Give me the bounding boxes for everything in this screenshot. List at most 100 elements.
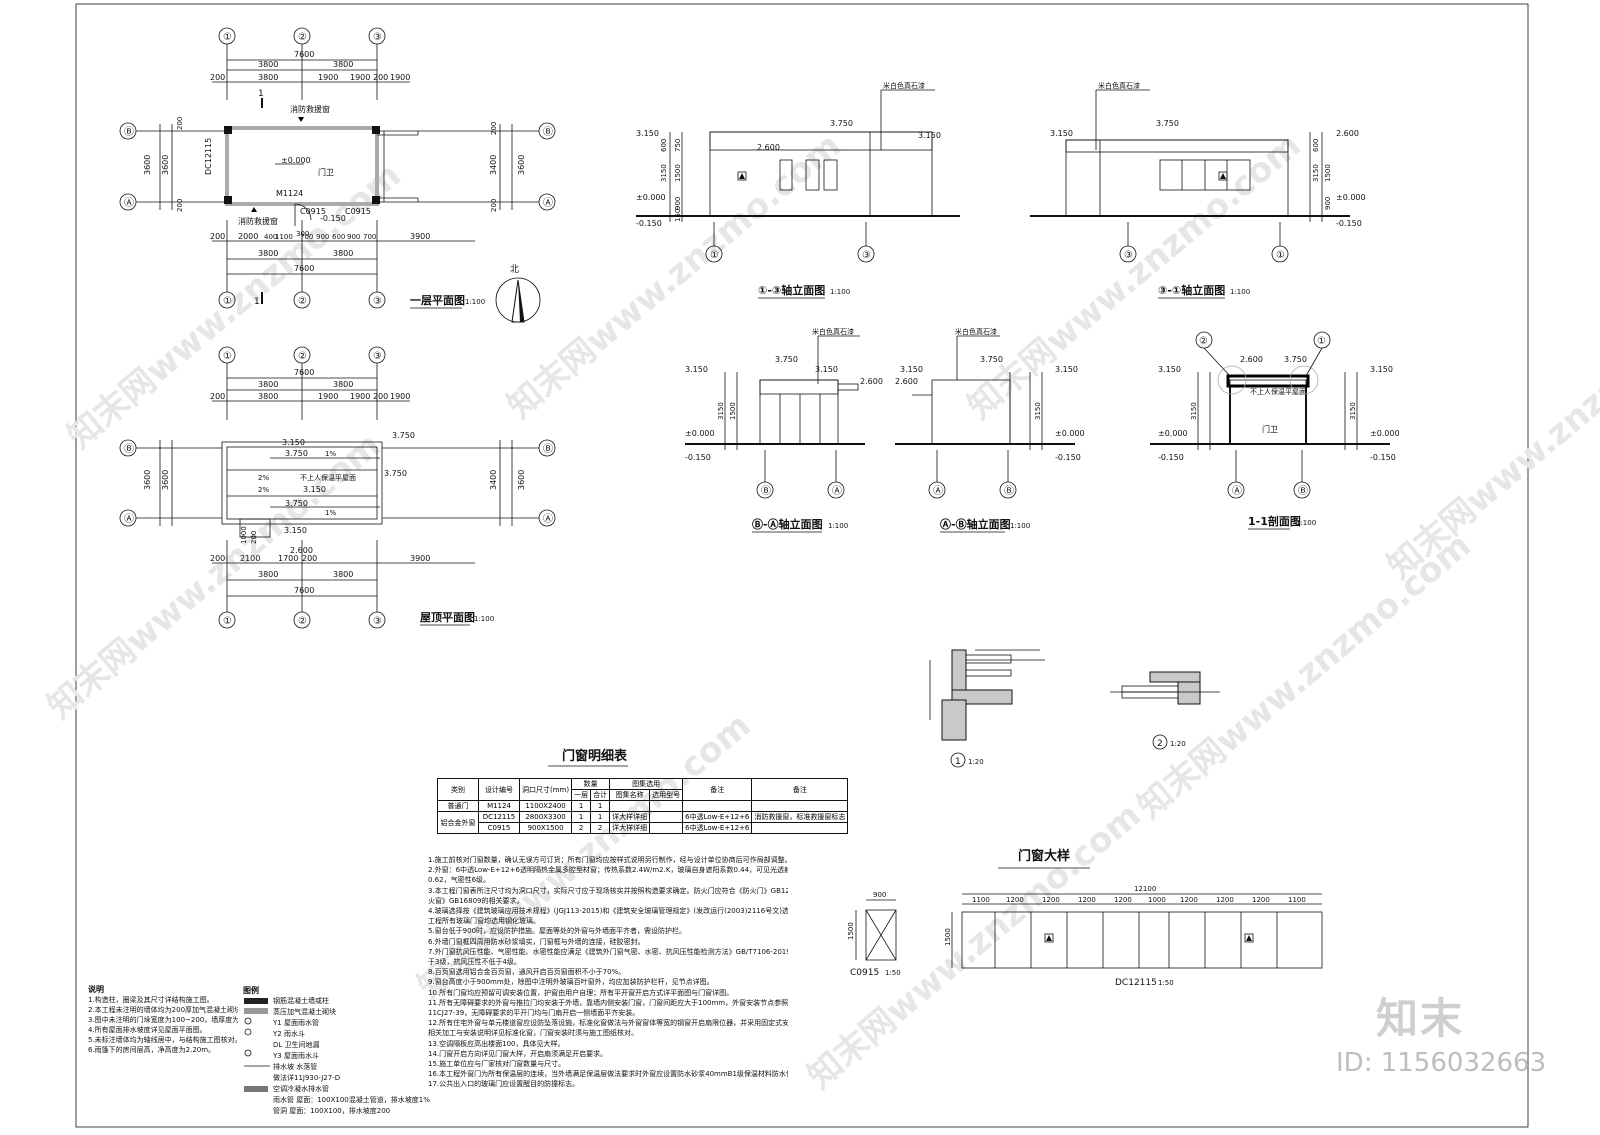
- svg-text:900: 900: [1324, 197, 1332, 210]
- svg-text:2000: 2000: [238, 232, 258, 241]
- svg-text:-0.150: -0.150: [636, 219, 662, 228]
- legend-title: 图例: [243, 986, 259, 995]
- svg-text:Ⓑ: Ⓑ: [761, 485, 771, 497]
- svg-text:3.150: 3.150: [685, 365, 708, 374]
- svg-text:3800: 3800: [258, 73, 278, 82]
- svg-text:3.750: 3.750: [392, 431, 415, 440]
- svg-text:北: 北: [510, 264, 519, 275]
- svg-text:3600: 3600: [143, 470, 152, 490]
- svg-text:3.750: 3.750: [775, 355, 798, 364]
- svg-text:②: ②: [1199, 336, 1208, 347]
- detail-2: 2 1:20: [1110, 671, 1220, 750]
- svg-text:3.150: 3.150: [303, 485, 326, 494]
- svg-text:米白色真石漆: 米白色真石漆: [883, 81, 925, 90]
- elev13-title: ①-③轴立面图: [758, 283, 825, 297]
- svg-text:1%: 1%: [325, 450, 336, 458]
- svg-text:1200: 1200: [1042, 896, 1060, 904]
- svg-text:①: ①: [223, 32, 232, 43]
- elevation-1-3: 米白色真石漆 3.150 3.750 2.600 3.150 ±0.000 -0…: [636, 81, 960, 299]
- svg-text:③: ③: [373, 351, 382, 362]
- svg-text:1: 1: [258, 89, 264, 99]
- svg-text:200: 200: [490, 122, 498, 135]
- svg-text:3800: 3800: [258, 392, 278, 401]
- svg-text:1:20: 1:20: [1170, 740, 1186, 748]
- svg-text:2.600: 2.600: [290, 546, 313, 555]
- legend-symbols: [244, 998, 270, 1092]
- svg-text:①: ①: [1317, 336, 1326, 347]
- svg-text:1:100: 1:100: [474, 615, 494, 623]
- svg-text:7600: 7600: [294, 264, 314, 273]
- svg-text:3150: 3150: [717, 402, 725, 420]
- svg-text:Ⓑ: Ⓑ: [124, 126, 134, 138]
- svg-text:1200: 1200: [1252, 896, 1270, 904]
- svg-text:3800: 3800: [258, 570, 278, 579]
- svg-text:1000: 1000: [240, 526, 248, 544]
- svg-text:①: ①: [710, 250, 719, 261]
- svg-text:200: 200: [210, 554, 225, 563]
- svg-text:3150: 3150: [660, 164, 668, 182]
- svg-text:米白色真石漆: 米白色真石漆: [955, 327, 997, 336]
- svg-text:2.600: 2.600: [757, 143, 780, 152]
- svg-text:±0.000: ±0.000: [636, 193, 666, 202]
- svg-text:150: 150: [674, 209, 682, 222]
- svg-text:7600: 7600: [294, 50, 314, 59]
- svg-text:Ⓐ: Ⓐ: [543, 513, 553, 525]
- roof-plan-title: 屋顶平面图: [420, 611, 475, 624]
- svg-text:200: 200: [210, 232, 225, 241]
- svg-text:1:20: 1:20: [968, 758, 984, 766]
- svg-text:3150: 3150: [1190, 402, 1198, 420]
- svg-text:1:50: 1:50: [885, 969, 901, 977]
- svg-text:600: 600: [332, 233, 345, 241]
- svg-text:3800: 3800: [333, 60, 353, 69]
- svg-text:700: 700: [363, 233, 376, 241]
- svg-text:1: 1: [254, 297, 260, 307]
- svg-text:2: 2: [1157, 739, 1163, 749]
- svg-text:C0915: C0915: [345, 207, 371, 216]
- svg-text:知末网www.znzmo.com: 知末网www.znzmo.com: [800, 795, 1149, 1097]
- svg-text:Ⓑ: Ⓑ: [1298, 485, 1308, 497]
- svg-text:1100: 1100: [972, 896, 990, 904]
- svg-text:2.600: 2.600: [895, 377, 918, 386]
- svg-text:3.750: 3.750: [980, 355, 1003, 364]
- dw-notes: 1.施工前核对门窗数量，确认无误方可订货；所有门窗均应按样式说明另行制作，经与设…: [428, 856, 788, 1089]
- svg-text:1:50: 1:50: [1158, 979, 1174, 987]
- svg-text:②: ②: [298, 32, 307, 43]
- svg-text:7600: 7600: [294, 368, 314, 377]
- th-note: 备注: [682, 778, 753, 801]
- svg-text:1500: 1500: [1324, 164, 1332, 182]
- svg-text:3600: 3600: [517, 155, 526, 175]
- svg-text:200: 200: [176, 117, 184, 130]
- svg-text:1:100: 1:100: [465, 298, 485, 306]
- svg-text:门卫: 门卫: [318, 167, 334, 177]
- svg-text:-0.150: -0.150: [1336, 219, 1362, 228]
- svg-text:①: ①: [223, 616, 232, 627]
- svg-text:±0.000: ±0.000: [685, 429, 715, 438]
- section-title: 1-1剖面图: [1248, 514, 1301, 528]
- svg-text:3150: 3150: [1034, 402, 1042, 420]
- svg-text:1900: 1900: [390, 73, 410, 82]
- th-code: 设计编号: [478, 778, 520, 801]
- svg-text:1100: 1100: [1288, 896, 1306, 904]
- svg-text:C0915: C0915: [850, 968, 879, 978]
- svg-text:3600: 3600: [143, 155, 152, 175]
- legend: 图例 钢筋混凝土墙或柱 蒸压加气混凝土砌块 Y1 屋面雨水管 Y2 雨水斗 DL…: [243, 985, 453, 1117]
- detail-1: 1 1:20: [929, 649, 1045, 768]
- site-logo: 知末: [1376, 994, 1465, 1043]
- svg-text:1: 1: [955, 757, 961, 767]
- th-note2: 备注: [751, 778, 849, 801]
- th-type: 类别: [437, 778, 479, 801]
- svg-text:3150: 3150: [1349, 402, 1357, 420]
- svg-text:2%: 2%: [258, 474, 269, 482]
- svg-text:900: 900: [674, 197, 682, 210]
- asset-id: ID: 1156032663: [1336, 1048, 1547, 1078]
- watermark: 知末网www.znzmo.com 知末网www.znzmo.com 知末网www…: [40, 125, 1600, 1097]
- svg-text:3800: 3800: [258, 60, 278, 69]
- svg-text:3.750: 3.750: [1156, 119, 1179, 128]
- svg-text:米白色真石漆: 米白色真石漆: [1098, 81, 1140, 90]
- svg-text:3800: 3800: [333, 249, 353, 258]
- svg-text:1500: 1500: [674, 164, 682, 182]
- svg-text:Ⓑ: Ⓑ: [1004, 485, 1014, 497]
